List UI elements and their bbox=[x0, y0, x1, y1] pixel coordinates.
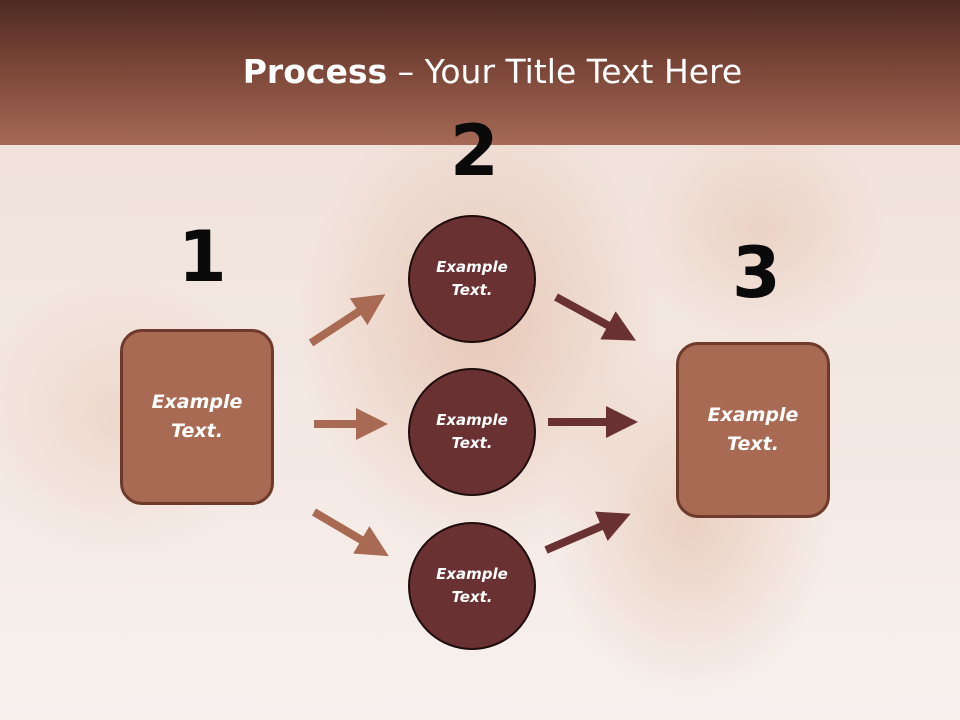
slide-title: Process – Your Title Text Here bbox=[0, 52, 960, 91]
step-2-text-bottom: Example Text. bbox=[436, 565, 508, 606]
step-2-circle-top: Example Text. bbox=[408, 215, 536, 343]
title-rest: – Your Title Text Here bbox=[387, 52, 743, 91]
title-bar bbox=[0, 0, 960, 145]
step-2-circle-bottom: Example Text. bbox=[408, 522, 536, 650]
step-2-text-top: Example Text. bbox=[436, 258, 508, 299]
step-number-3: 3 bbox=[732, 232, 781, 314]
arrow-1-to-bottom bbox=[311, 508, 389, 557]
step-number-1: 1 bbox=[178, 216, 227, 298]
arrow-1-to-top bbox=[308, 294, 386, 347]
title-bold: Process bbox=[242, 52, 388, 91]
arrow-top-to-3 bbox=[554, 293, 637, 341]
arrow-bottom-to-3 bbox=[544, 511, 631, 554]
step-1-text: Example Text. bbox=[151, 391, 243, 442]
step-2-text-middle: Example Text. bbox=[436, 411, 508, 452]
step-2-circle-middle: Example Text. bbox=[408, 368, 536, 496]
step-3-box: Example Text. bbox=[676, 342, 830, 518]
step-3-text: Example Text. bbox=[707, 404, 799, 455]
step-1-box: Example Text. bbox=[120, 329, 274, 505]
step-number-2: 2 bbox=[450, 110, 499, 192]
